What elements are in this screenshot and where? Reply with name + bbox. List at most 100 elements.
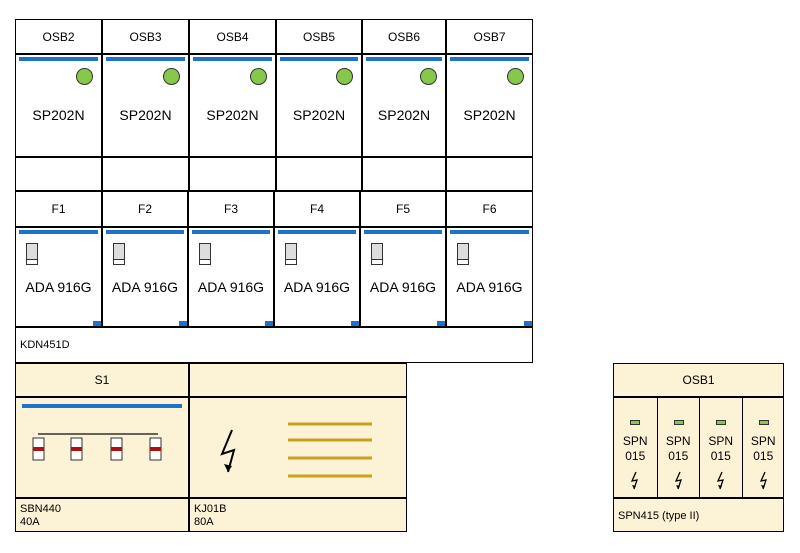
blue-bar: [192, 230, 270, 234]
osb-header-6: OSB6: [362, 19, 446, 54]
s1-header: S1: [15, 363, 189, 397]
s1-blue-bar: [22, 404, 182, 408]
osb1-footer: SPN415 (type II): [613, 498, 784, 532]
rcd-device-4: ADA 916G: [274, 227, 360, 327]
f-header-label: F6: [482, 202, 497, 216]
s1-header-label: S1: [94, 373, 110, 387]
osb-breaker-4: SP202N: [189, 54, 276, 157]
osb-breaker-3: SP202N: [102, 54, 189, 157]
rcd-model: ADA 916G: [283, 279, 351, 295]
kj-header: [189, 363, 407, 397]
green-led-icon: [673, 420, 684, 425]
osb1-header-label: OSB1: [682, 373, 715, 387]
osb-header-7: OSB7: [446, 19, 533, 54]
blue-bar: [19, 57, 98, 61]
rcd-model: ADA 916G: [456, 279, 523, 295]
spn-label: SPN: [665, 434, 691, 448]
osb-header-label: OSB6: [387, 29, 420, 44]
f-header-label: F5: [395, 202, 410, 216]
blue-bar: [280, 57, 358, 61]
osb-empty-strip: [362, 157, 446, 191]
osb-empty-strip: [189, 157, 276, 191]
osb-header-4: OSB4: [189, 19, 276, 54]
f-header-5: F5: [360, 191, 446, 227]
rcd-device-2: ADA 916G: [102, 227, 188, 327]
lightning-icon: [674, 471, 682, 490]
osb-empty-strip: [446, 157, 533, 191]
rcd-device-6: ADA 916G: [446, 227, 533, 327]
osb-header-label: OSB5: [302, 29, 335, 44]
f-header-1: F1: [15, 191, 102, 227]
osb-empty-strip: [276, 157, 362, 191]
rcd-model: ADA 916G: [25, 279, 92, 295]
spn-label: SPN: [622, 434, 648, 448]
spn-label: SPN: [750, 434, 776, 448]
green-indicator-icon: [163, 68, 180, 85]
spn-number: 015: [710, 449, 731, 463]
osb1-footer-label: SPN415 (type II): [618, 510, 700, 522]
osb-breaker-7: SP202N: [446, 54, 533, 157]
blue-bar: [106, 57, 185, 61]
green-led-icon: [716, 420, 727, 425]
s1-rating: 40A: [20, 516, 40, 528]
kj-body: [189, 397, 407, 498]
pole-2: [70, 437, 83, 461]
kdn-strip: KDN451D: [15, 327, 533, 363]
f-header-label: F1: [51, 202, 66, 216]
toggle-lever-icon: [113, 243, 125, 265]
blue-bar: [106, 230, 184, 234]
spn-label: SPN: [708, 434, 734, 448]
f-header-3: F3: [188, 191, 274, 227]
rcd-device-5: ADA 916G: [360, 227, 446, 327]
blue-bar: [19, 230, 98, 234]
osb-breaker-6: SP202N: [362, 54, 446, 157]
lightning-icon: [220, 429, 236, 473]
toggle-lever-icon: [371, 243, 383, 265]
lightning-icon: [631, 471, 639, 490]
breaker-model: SP202N: [292, 107, 346, 123]
f-header-6: F6: [446, 191, 533, 227]
green-indicator-icon: [507, 68, 524, 85]
kj-rating: 80A: [194, 516, 214, 528]
green-indicator-icon: [76, 68, 93, 85]
osb-header-3: OSB3: [102, 19, 189, 54]
f-header-4: F4: [274, 191, 360, 227]
rcd-device-1: ADA 916G: [15, 227, 102, 327]
toggle-lever-icon: [457, 243, 469, 265]
f-header-label: F3: [223, 202, 238, 216]
blue-bar: [450, 57, 529, 61]
breaker-model: SP202N: [119, 107, 172, 123]
breaker-model: SP202N: [32, 107, 85, 123]
osb1-header: OSB1: [613, 363, 784, 397]
blue-bar: [364, 230, 442, 234]
osb-breaker-5: SP202N: [276, 54, 362, 157]
osb-breaker-2: SP202N: [15, 54, 102, 157]
osb-header-label: OSB2: [42, 29, 75, 44]
blue-bar: [450, 230, 529, 234]
breaker-model: SP202N: [377, 107, 431, 123]
busbar-icon: [288, 422, 372, 478]
blue-marker-icon: [93, 321, 101, 326]
blue-bar: [366, 57, 442, 61]
s1-footer: SBN440 40A: [15, 498, 189, 532]
spn-number: 015: [668, 449, 689, 463]
breaker-model: SP202N: [463, 107, 516, 123]
blue-bar: [193, 57, 272, 61]
blue-marker-icon: [265, 321, 273, 326]
osb-header-label: OSB4: [216, 29, 249, 44]
rcd-model: ADA 916G: [111, 279, 179, 295]
switch-disconnector-symbol: [32, 433, 162, 461]
green-indicator-icon: [250, 68, 267, 85]
breaker-model: SP202N: [206, 107, 259, 123]
pole-1: [32, 437, 45, 461]
blue-marker-icon: [351, 321, 359, 326]
toggle-lever-icon: [285, 243, 297, 265]
osb-header-label: OSB3: [129, 29, 162, 44]
osb-empty-strip: [15, 157, 102, 191]
green-indicator-icon: [420, 68, 437, 85]
blue-bar: [278, 230, 356, 234]
pole-3: [110, 437, 123, 461]
